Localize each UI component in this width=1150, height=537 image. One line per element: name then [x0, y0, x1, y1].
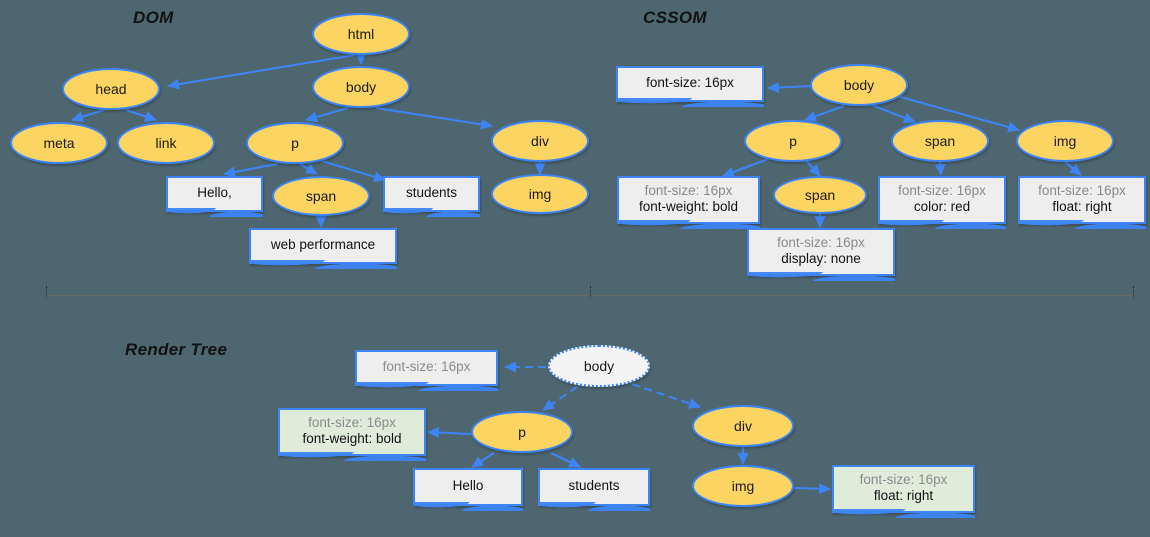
note-line: students	[568, 477, 620, 493]
divider-handle-center[interactable]	[590, 286, 594, 298]
render-text-hello[interactable]: Hello	[413, 468, 523, 511]
cssom-node-span[interactable]: span	[891, 120, 989, 162]
node-label: span	[924, 133, 956, 149]
note-line: students	[405, 184, 458, 200]
node-label: div	[531, 133, 549, 149]
node-label: img	[731, 478, 755, 494]
render-node-div[interactable]: div	[692, 405, 794, 447]
divider-handle-left[interactable]	[46, 286, 50, 298]
cssom-node-p[interactable]: p	[744, 120, 842, 162]
note-line-inherited: font-size: 16px	[898, 182, 986, 198]
node-label: span	[804, 187, 836, 203]
render-style-body[interactable]: font-size: 16px	[355, 350, 498, 391]
node-label: meta	[43, 135, 75, 151]
node-label: html	[347, 26, 375, 42]
section-title-dom: DOM	[133, 8, 174, 27]
dom-node-p[interactable]: p	[246, 122, 344, 164]
render-node-body[interactable]: body	[548, 345, 650, 387]
render-node-img[interactable]: img	[692, 465, 794, 507]
node-label: p	[518, 424, 526, 440]
node-label: body	[345, 79, 377, 95]
render-style-p[interactable]: font-size: 16px font-weight: bold	[278, 408, 426, 461]
node-label: body	[583, 358, 615, 374]
dom-text-web-performance[interactable]: web performance	[249, 228, 397, 269]
node-label: img	[528, 186, 552, 202]
node-label: p	[789, 133, 797, 149]
section-title-cssom: CSSOM	[643, 8, 707, 27]
cssom-style-body[interactable]: font-size: 16px	[616, 66, 764, 107]
node-label: img	[1053, 133, 1077, 149]
dom-text-students[interactable]: students	[383, 176, 480, 217]
note-line-inherited: font-size: 16px	[859, 471, 948, 487]
note-line: Hello,	[197, 184, 232, 200]
render-text-students[interactable]: students	[538, 468, 650, 511]
node-label: span	[305, 188, 337, 204]
render-style-img[interactable]: font-size: 16px float: right	[832, 465, 975, 518]
dom-node-meta[interactable]: meta	[10, 122, 108, 164]
dom-node-link[interactable]: link	[117, 122, 215, 164]
cssom-node-span-nested[interactable]: span	[773, 176, 867, 214]
note-line-own: float: right	[1052, 198, 1112, 214]
dom-node-html[interactable]: html	[312, 13, 410, 55]
cssom-style-span-nested[interactable]: font-size: 16px display: none	[747, 228, 895, 281]
note-line-inherited: font-size: 16px	[308, 414, 396, 430]
note-line: Hello	[452, 477, 484, 493]
note-line-inherited: font-size: 16px	[382, 358, 471, 374]
note-line-own: font-weight: bold	[302, 430, 402, 446]
note-line-own: float: right	[873, 487, 934, 503]
cssom-style-p[interactable]: font-size: 16px font-weight: bold	[617, 176, 760, 229]
dom-node-head[interactable]: head	[62, 68, 160, 110]
dom-node-span[interactable]: span	[272, 176, 370, 216]
node-label: p	[291, 135, 299, 151]
note-line-inherited: font-size: 16px	[1038, 182, 1126, 198]
divider-handle-right[interactable]	[1133, 286, 1137, 298]
note-line: font-size: 16px	[646, 74, 734, 90]
cssom-style-span[interactable]: font-size: 16px color: red	[878, 176, 1006, 229]
note-line-own: color: red	[913, 198, 971, 214]
cssom-node-img[interactable]: img	[1016, 120, 1114, 162]
section-title-render-tree: Render Tree	[125, 340, 228, 359]
node-label: body	[843, 77, 875, 93]
node-label: div	[734, 418, 752, 434]
cssom-node-body[interactable]: body	[810, 64, 908, 106]
cssom-style-img[interactable]: font-size: 16px float: right	[1018, 176, 1146, 229]
dom-node-div[interactable]: div	[491, 120, 589, 162]
render-node-p[interactable]: p	[471, 411, 573, 453]
dom-text-hello[interactable]: Hello,	[166, 176, 263, 217]
note-line-own: display: none	[781, 250, 861, 266]
note-line-own: font-weight: bold	[638, 198, 739, 214]
node-label: link	[155, 135, 177, 151]
node-label: head	[95, 81, 127, 97]
note-line-inherited: font-size: 16px	[777, 234, 865, 250]
note-line-inherited: font-size: 16px	[644, 182, 733, 198]
dom-node-img[interactable]: img	[491, 174, 589, 214]
note-line: web performance	[270, 236, 376, 252]
dom-node-body[interactable]: body	[312, 66, 410, 108]
